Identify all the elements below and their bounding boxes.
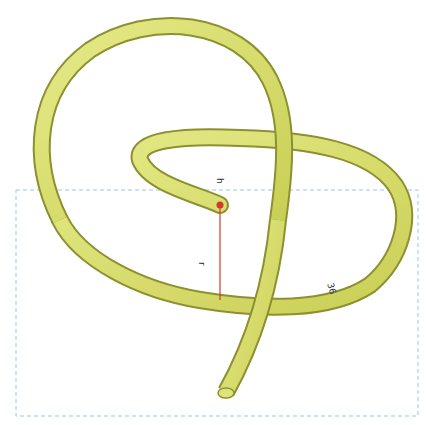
dimension-label: h: [215, 178, 224, 184]
end-dot: [217, 202, 224, 209]
tube-end: [218, 388, 234, 398]
dimension-label: r: [197, 262, 206, 266]
tube-outline: [60, 137, 404, 307]
tube: [42, 26, 284, 220]
tube: [60, 137, 404, 307]
tube-outline: [42, 26, 284, 220]
radius-line: [219, 205, 220, 300]
tube: [226, 220, 278, 392]
dimension-label: 36: [325, 282, 337, 295]
tube-outline: [226, 220, 278, 392]
